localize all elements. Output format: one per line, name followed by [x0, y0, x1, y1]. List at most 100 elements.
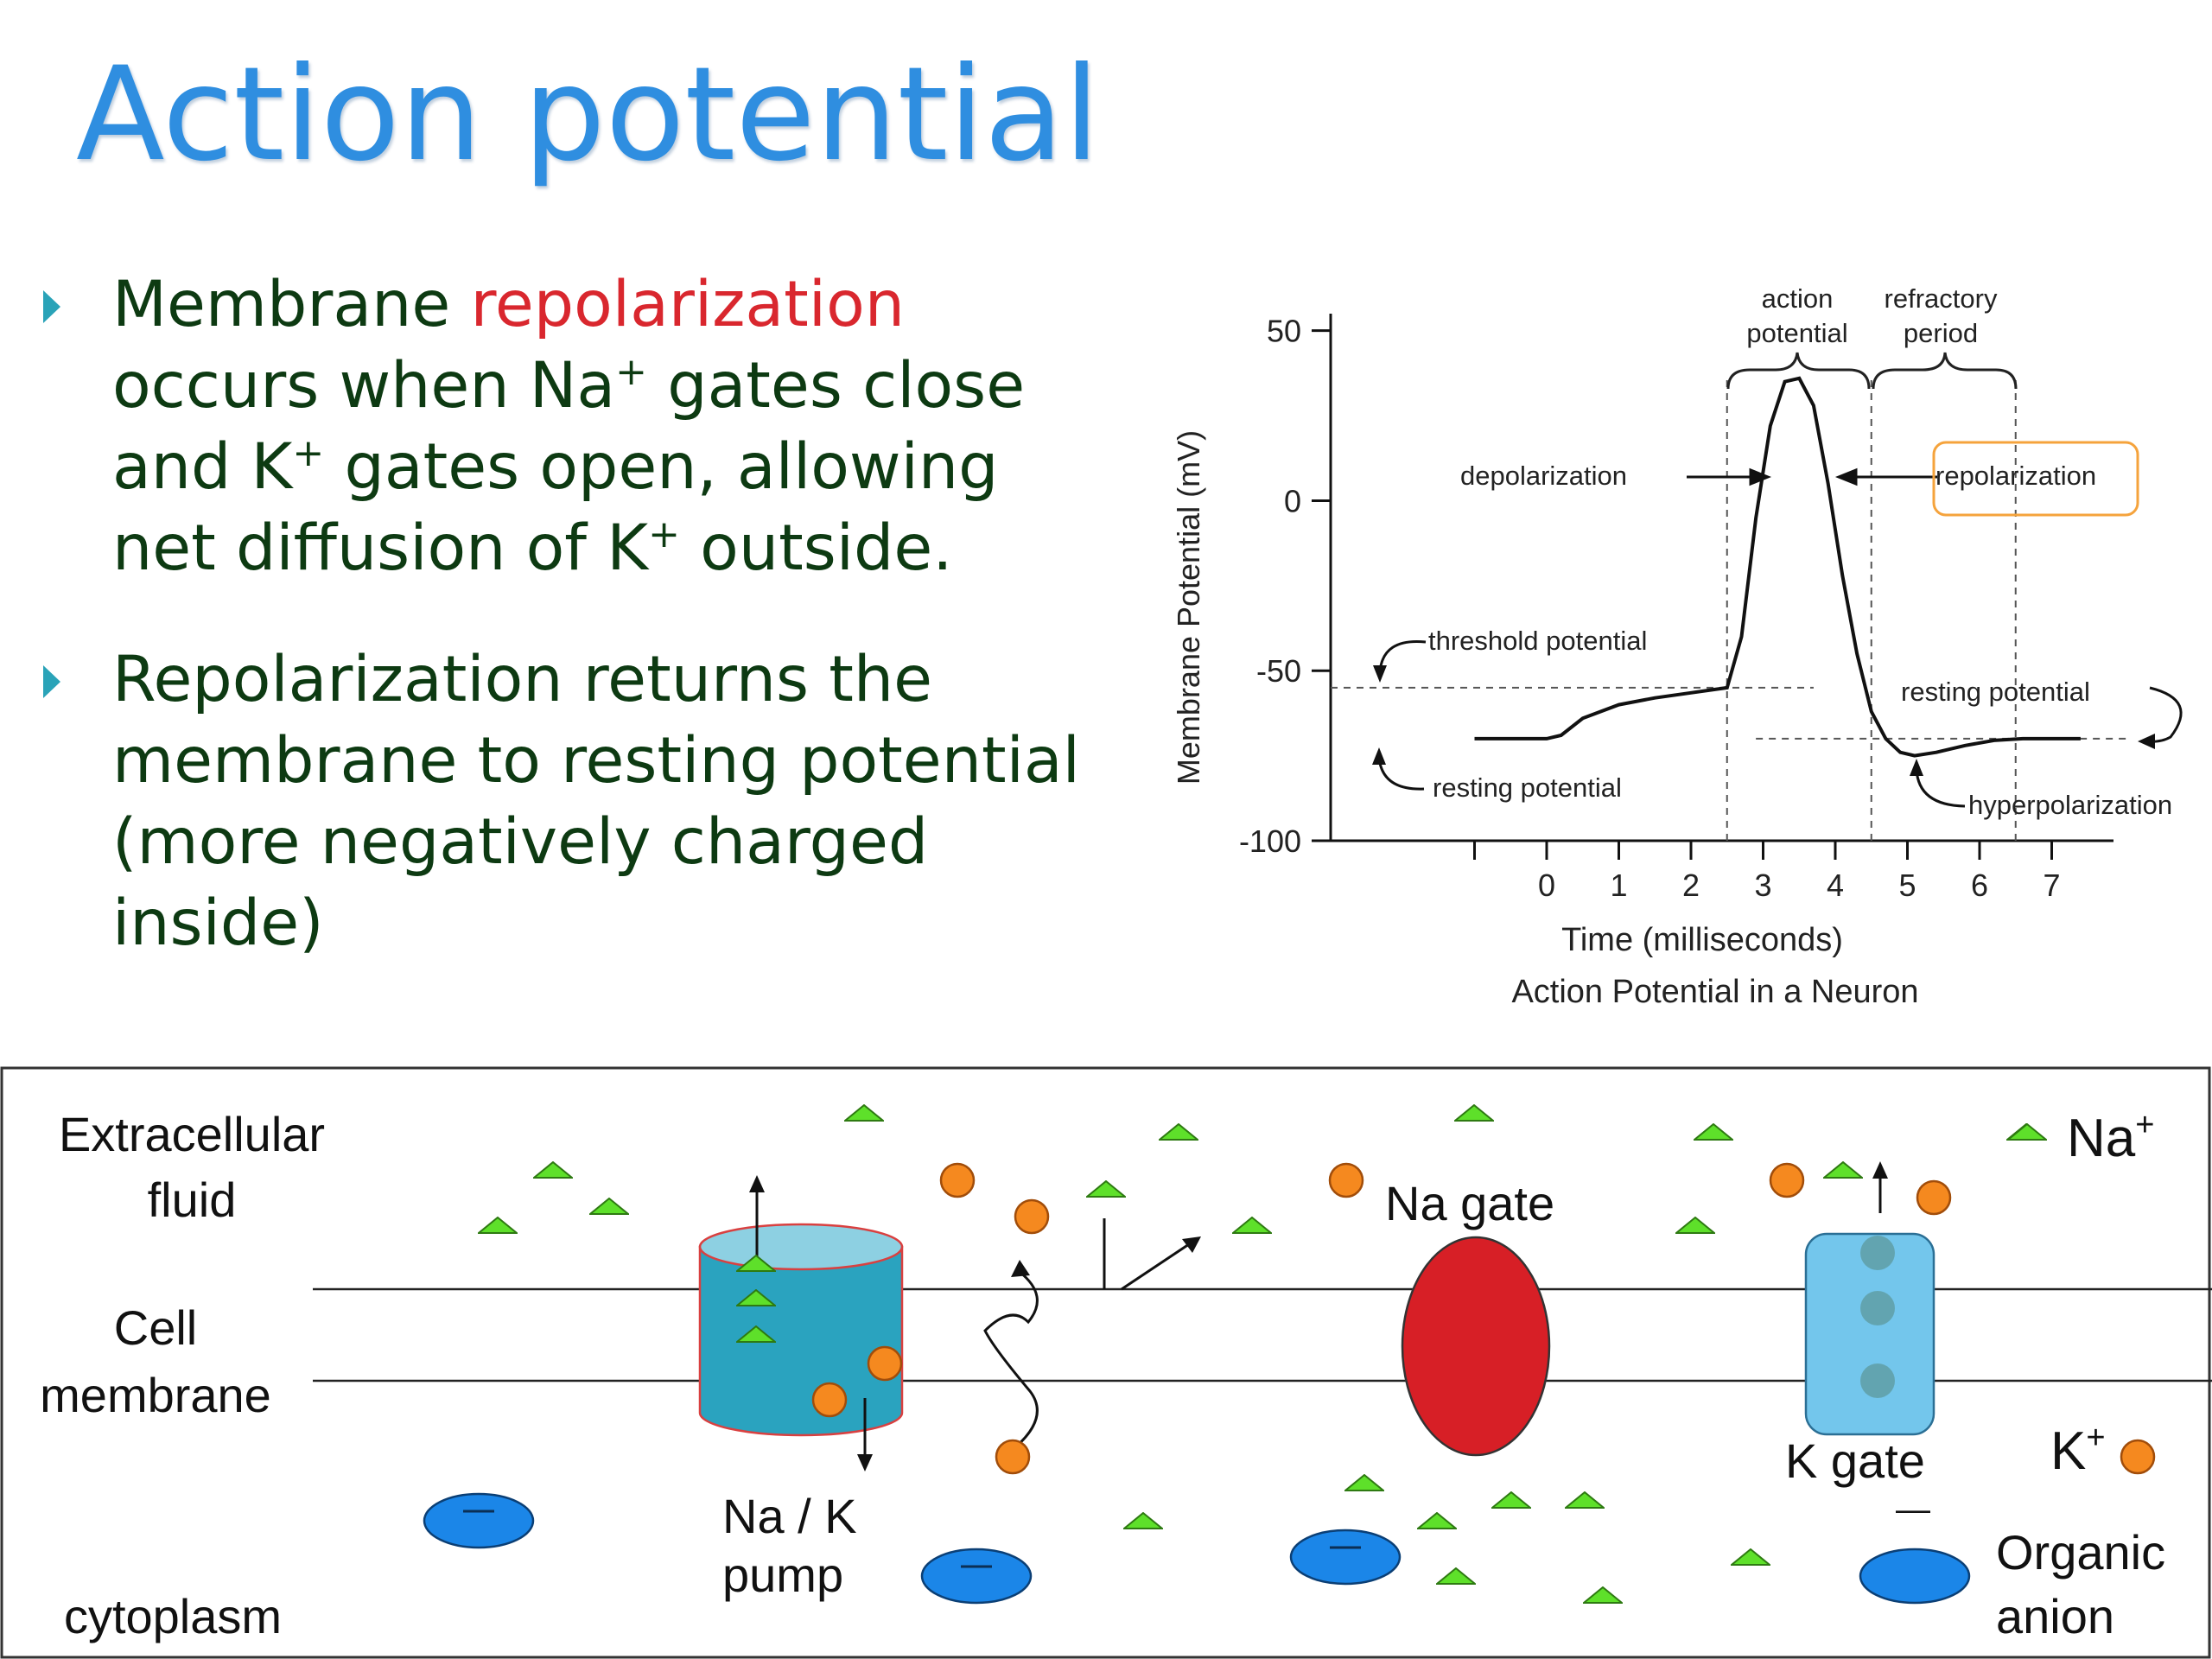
na-ion-triangle-icon [1731, 1548, 1770, 1566]
bullet-line: inside) [112, 887, 324, 960]
annotation-threshold-potential: threshold potential [1428, 626, 1647, 656]
y-tick-label: 0 [1284, 483, 1301, 518]
bullet-text: occurs when Na [112, 349, 616, 423]
label-extracellular-fluid: Extracellular [59, 1107, 325, 1161]
na-ion-triangle-icon [736, 1325, 776, 1343]
legend-k-label: K+ [2050, 1420, 2106, 1481]
k-ion-group [811, 1162, 2156, 1475]
y-tick-label: 50 [1267, 314, 1301, 349]
na-ion-triangle-icon [1086, 1180, 1126, 1198]
arrow-head-icon [1910, 759, 1923, 776]
arrow-head-icon [1834, 467, 1858, 486]
organic-anion-icon [423, 1492, 535, 1549]
na-ion-triangle-icon [1565, 1491, 1605, 1509]
x-tick-label: 6 [1971, 868, 1988, 903]
bullet-repolarization-mechanism: Membrane repolarization occurs when Na+ … [43, 264, 1166, 589]
anion-minus-sign: — [1896, 1491, 1930, 1529]
na-ion-triangle-icon [736, 1289, 776, 1306]
label-cytoplasm: cytoplasm [64, 1589, 282, 1643]
x-tick-label: 0 [1538, 868, 1555, 903]
k-ion-circle-icon [1916, 1179, 1952, 1216]
na-ion-triangle-icon [1823, 1161, 1863, 1179]
k-ion-circle-icon [1328, 1162, 1364, 1198]
na-ion-triangle-icon [478, 1217, 518, 1234]
label-organic-anion: Organic [1996, 1525, 2165, 1580]
bullet-text: Membrane [112, 268, 471, 341]
hyperpolarization-pointer [1915, 768, 1966, 808]
organic-anion-icon [1859, 1548, 1971, 1605]
na-ion-triangle-icon [1454, 1104, 1494, 1122]
y-axis-label: Membrane Potential (mV) [1171, 430, 1206, 785]
arrow-head-icon [1373, 665, 1387, 683]
resting-right-pointer [2142, 686, 2183, 743]
na-ion-triangle-icon [1675, 1217, 1715, 1234]
bullet-line: occurs when Na+ gates close [112, 346, 1166, 427]
label-na-k-pump: Na / K [722, 1489, 857, 1543]
label-cell-membrane: membrane [40, 1368, 271, 1422]
label-k-gate: K gate [1785, 1433, 1925, 1488]
superscript: + [648, 512, 680, 556]
bullet-list: Membrane repolarization occurs when Na+ … [43, 264, 1166, 964]
annotation-repolarization: repolarization [1936, 461, 2096, 491]
bullet-text: net diffusion of K [112, 512, 649, 585]
na-ion-triangle-icon [736, 1255, 776, 1272]
annotation-hyperpolarization: hyperpolarization [1968, 790, 2172, 820]
membrane-potential-line [1474, 376, 2081, 758]
bullet-marker-icon [43, 665, 60, 698]
arrow-head-icon [2138, 734, 2155, 749]
k-ion-circle-icon [811, 1382, 848, 1418]
na-ion-triangle-icon [589, 1198, 629, 1215]
x-tick-label: 4 [1827, 868, 1844, 903]
na-ion-triangle-icon [844, 1104, 884, 1122]
x-tick-label: 2 [1682, 868, 1700, 903]
x-tick-label: 7 [2043, 868, 2060, 903]
bullet-line: (more negatively charged [112, 805, 929, 879]
bullet-text: and K [112, 430, 293, 504]
k-ion-circle-icon [2120, 1439, 2156, 1475]
x-tick-label: 3 [1754, 868, 1771, 903]
k-ion-circle-icon [1014, 1198, 1050, 1235]
highlight-term: repolarization [470, 268, 906, 341]
bullet-line: and K+ gates open, allowing [112, 427, 1166, 508]
na-ion-triangle-icon [2006, 1123, 2046, 1141]
label-na-k-pump: pump [722, 1548, 843, 1602]
na-ion-triangle-icon [533, 1161, 573, 1179]
annotation-refractory-period: refractory [1885, 283, 1998, 314]
na-ion-triangle-icon [1344, 1474, 1384, 1491]
na-ion-triangle-icon [1417, 1512, 1457, 1529]
bullet-text: gates open, allowing [324, 430, 999, 504]
annotation-resting-potential: resting potential [1433, 772, 1622, 803]
x-tick-label: 1 [1610, 868, 1627, 903]
bullet-resting-return: Repolarization returns the membrane to r… [43, 639, 1166, 964]
arrow-head-icon [1011, 1260, 1030, 1277]
na-ion-triangle-icon [1694, 1123, 1733, 1141]
organic-anion-icon [1289, 1529, 1402, 1586]
brace-refractory-period [1872, 352, 2018, 390]
k-gate-channel-icon [1804, 1232, 1936, 1436]
annotation-action-potential: potential [1746, 318, 1847, 348]
na-ion-triangle-icon [1583, 1586, 1623, 1604]
annotation-resting-potential: resting potential [1901, 677, 2090, 707]
annotation-action-potential: action [1762, 283, 1834, 314]
bullet-line: membrane to resting potential [112, 724, 1080, 798]
na-ion-triangle-icon [1491, 1491, 1531, 1509]
k-leak-wavy-arrow [983, 1270, 1039, 1449]
chart-caption: Action Potential in a Neuron [1511, 974, 1918, 1010]
k-ion-circle-icon [939, 1162, 976, 1198]
na-ion-triangle-icon [1232, 1217, 1272, 1234]
label-cell-membrane: Cell [114, 1300, 197, 1355]
y-tick-label: -50 [1256, 653, 1301, 689]
y-tick-label: -100 [1239, 823, 1301, 859]
na-ion-triangle-icon [1123, 1512, 1163, 1529]
organic-anion-group [423, 1492, 1971, 1605]
x-axis-label: Time (milliseconds) [1561, 922, 1843, 958]
k-ion-circle-icon [995, 1439, 1031, 1475]
organic-anion-icon [920, 1548, 1033, 1605]
bullet-line: net diffusion of K+ outside. [112, 508, 1166, 589]
na-gate-icon [1401, 1236, 1551, 1457]
brace-action-potential [1726, 352, 1871, 390]
diffusion-out-arrow [1121, 1243, 1190, 1291]
arrow-head-icon [1372, 747, 1386, 765]
arrow-head-icon [1872, 1161, 1888, 1179]
